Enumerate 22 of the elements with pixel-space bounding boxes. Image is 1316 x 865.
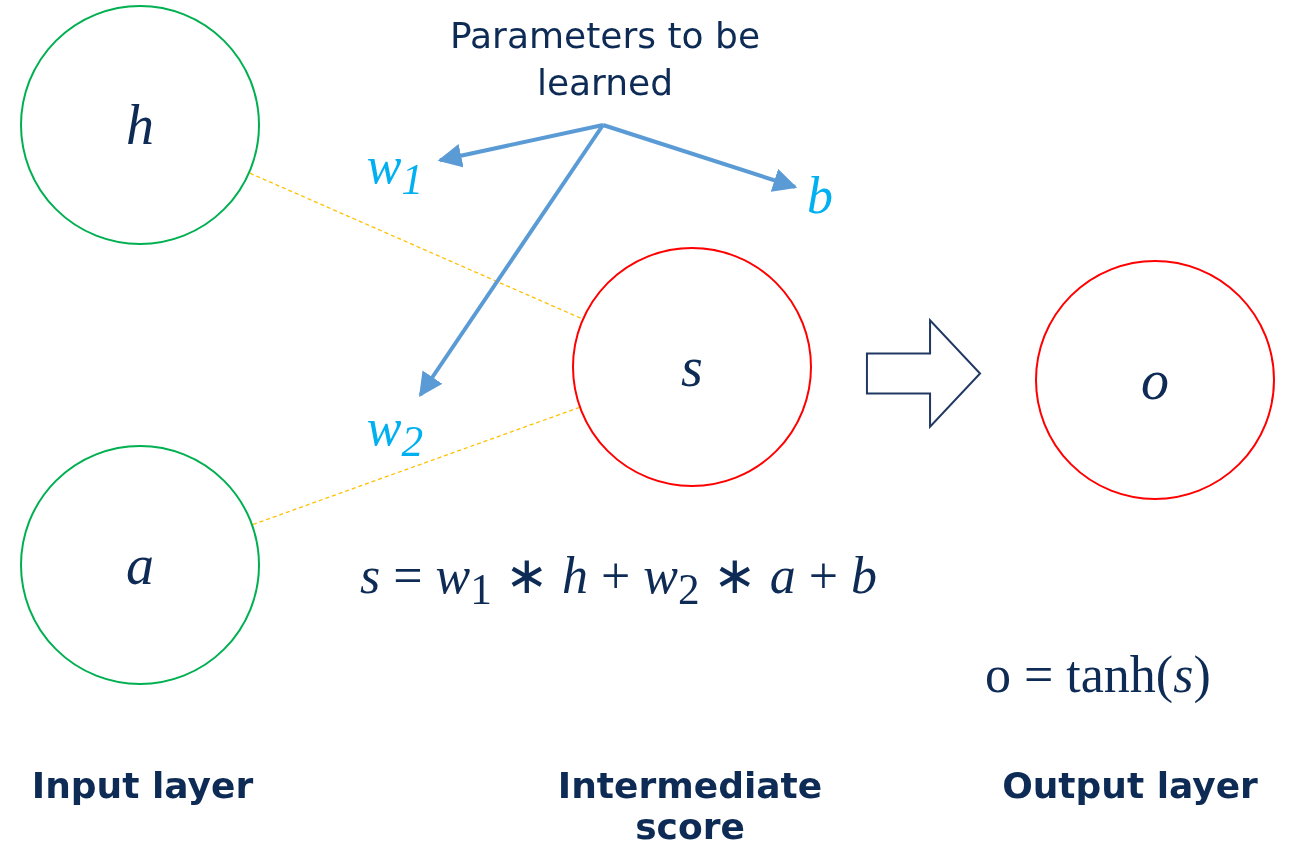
arrow [602, 123, 798, 192]
neuron-circle [20, 445, 260, 685]
equation-text: o = tanh(s) [985, 645, 1212, 704]
arrow [437, 123, 604, 168]
connection-line [252, 406, 580, 526]
parameter-label: w$_{2}$ [366, 398, 424, 467]
layer-caption: Output layer [1001, 765, 1259, 806]
variable-label: h [126, 93, 154, 157]
variable-label: o [1141, 348, 1169, 412]
neuron-circle [1035, 260, 1275, 500]
neuron-circle [20, 5, 260, 245]
connection-line [249, 172, 583, 320]
annotation-text: Parameters to be learned [448, 14, 762, 105]
parameter-label: b [807, 165, 833, 225]
variable-label: s [681, 335, 703, 399]
block-arrow [865, 317, 982, 430]
parameter-label: w$_{1}$ [366, 135, 424, 205]
equation-text: s = w$_{1}$ ∗ h + w$_{2}$ ∗ a + b [360, 546, 878, 615]
layer-caption: Intermediate score [556, 765, 824, 847]
variable-label: a [126, 533, 154, 597]
neuron-circle [572, 247, 812, 487]
layer-caption: Input layer [30, 765, 255, 806]
